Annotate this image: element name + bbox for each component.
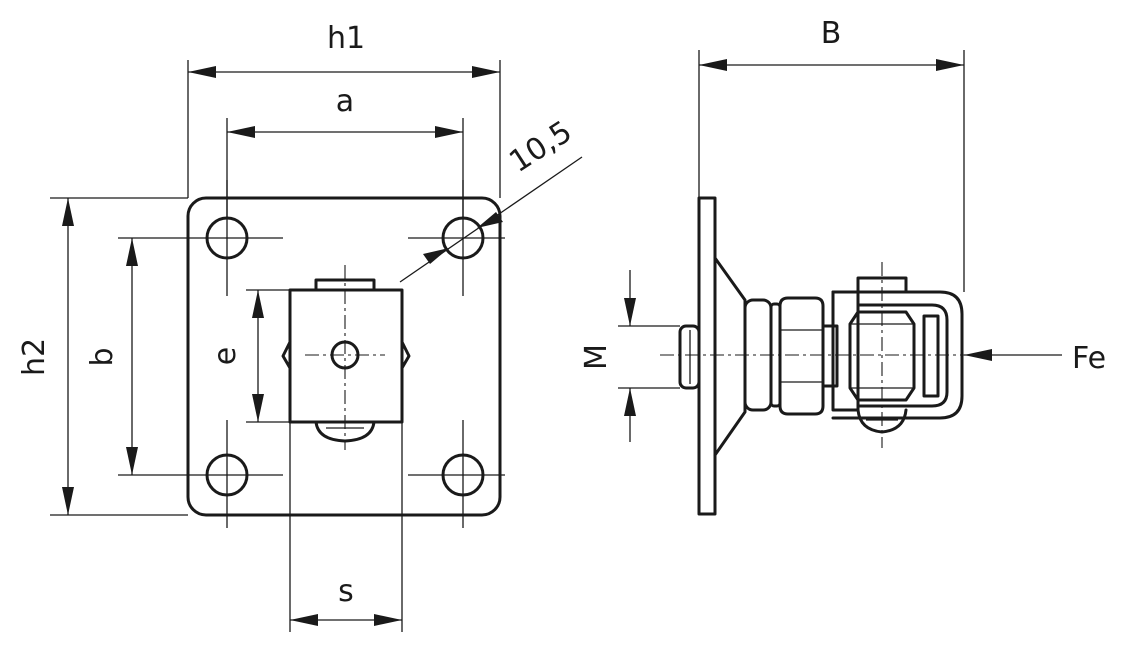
arrow-s-left	[290, 614, 318, 626]
hinge-body	[288, 288, 404, 424]
side-boss	[713, 256, 747, 457]
arrow-a-right	[435, 126, 463, 138]
side-neck	[821, 324, 839, 388]
label-h2: h2	[17, 338, 52, 376]
arrow-a-left	[227, 126, 255, 138]
side-thread-end	[678, 324, 701, 390]
label-e: e	[208, 347, 243, 365]
label-10-5: 10,5	[503, 114, 578, 180]
arrow-e-bottom	[252, 394, 264, 422]
arrow-M-bottom	[624, 388, 636, 416]
arrow-e-top	[252, 290, 264, 318]
arrow-h2-top	[62, 198, 74, 226]
eye-inner-bar	[922, 314, 940, 398]
label-B: B	[821, 16, 842, 51]
arrow-h2-bottom	[62, 487, 74, 515]
arrow-Fe	[964, 349, 992, 361]
arrow-M-top	[624, 298, 636, 326]
hinge-right-notch	[400, 340, 411, 370]
label-M: M	[579, 344, 614, 370]
base-plate	[186, 196, 502, 517]
arrow-10-5-inner	[423, 248, 449, 264]
side-plate	[697, 196, 717, 516]
arrow-h1-right	[472, 66, 500, 78]
hinge-left-notch	[281, 340, 292, 370]
arrow-10-5-outer	[477, 212, 503, 228]
label-Fe: Fe	[1072, 341, 1106, 376]
label-s: s	[338, 574, 354, 609]
arrow-b-bottom	[126, 447, 138, 475]
arrow-h1-left	[188, 66, 216, 78]
side-view: B M Fe	[579, 16, 1106, 516]
front-view: h1 a 10,5 h2 b e s	[17, 21, 583, 632]
arrow-B-left	[699, 59, 727, 71]
label-h1: h1	[327, 21, 365, 56]
label-b: b	[85, 347, 120, 366]
arrow-s-right	[374, 614, 402, 626]
arrow-B-right	[936, 59, 964, 71]
arrow-b-top	[126, 238, 138, 266]
eye-stirrup-inner	[856, 303, 949, 408]
side-hex-nut	[778, 296, 825, 416]
label-a: a	[336, 84, 354, 119]
